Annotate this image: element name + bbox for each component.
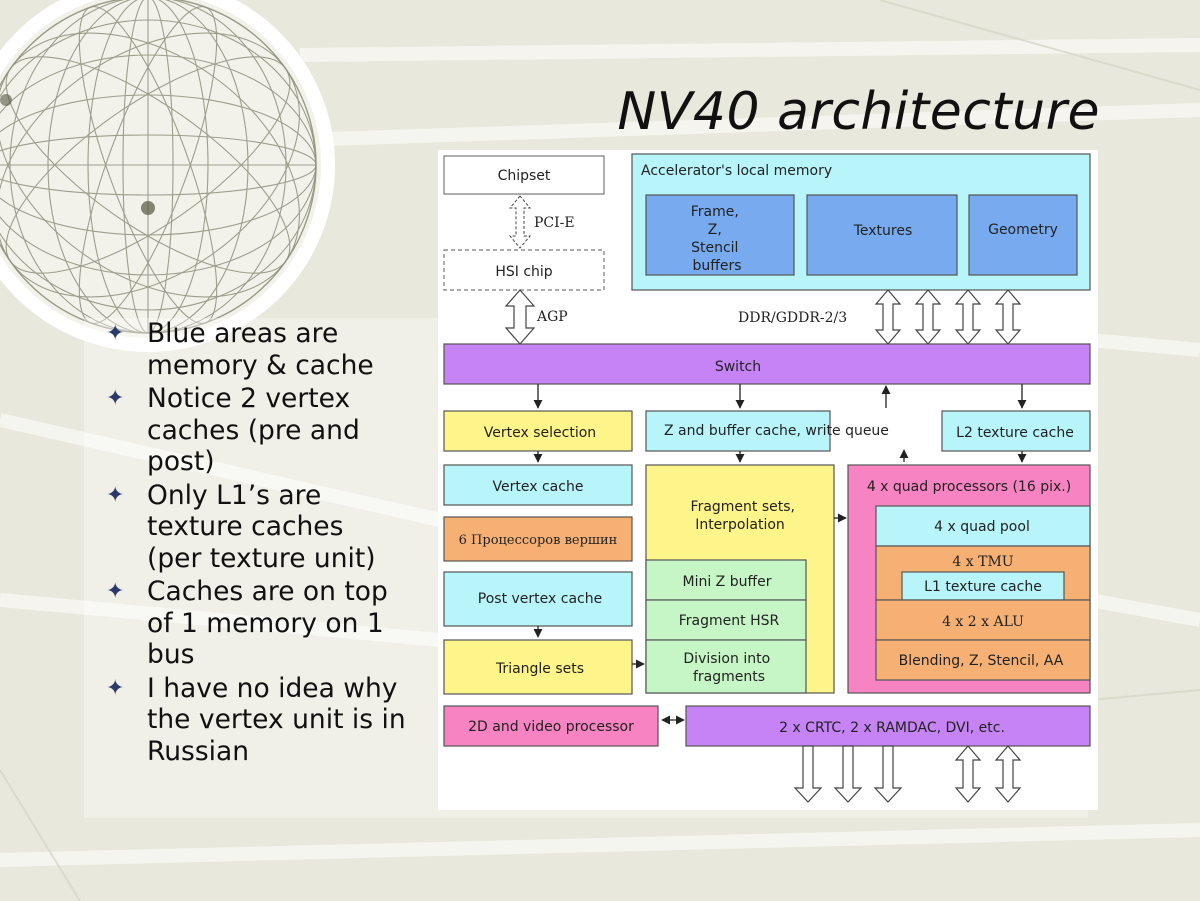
bullet-item: ✦ Caches are on top of 1 memory on 1 bus bbox=[106, 576, 406, 671]
bullet-text: Caches are on top of 1 memory on 1 bus bbox=[147, 576, 388, 670]
frame-buffers-label: Frame, Z, Stencil buffers bbox=[691, 204, 744, 274]
pci-e-bus-arrow bbox=[508, 195, 532, 249]
switch-box bbox=[443, 343, 1091, 385]
bullet-star-icon: ✦ bbox=[106, 579, 125, 604]
crtc-label: 2 x CRTC, 2 x RAMDAC, DVI, etc. bbox=[779, 720, 1005, 736]
vertex-cache-label: Vertex cache bbox=[493, 479, 584, 495]
alu-box bbox=[875, 599, 1091, 641]
textures-label: Textures bbox=[853, 223, 913, 239]
alu-label: 4 x 2 x ALU bbox=[942, 614, 1024, 630]
l2-texture-cache-box bbox=[941, 410, 1091, 452]
frame-buffers-box bbox=[645, 194, 795, 276]
bullet-star-icon: ✦ bbox=[106, 386, 125, 411]
mini-z-buffer-label: Mini Z buffer bbox=[683, 574, 772, 590]
bullet-item: ✦ Only L1’s are texture caches (per textu… bbox=[106, 480, 406, 575]
z-buffer-cache-box bbox=[645, 410, 831, 452]
fragment-sets-label: Fragment sets, Interpolation bbox=[691, 499, 800, 533]
ddr-label: DDR/GDDR-2/3 bbox=[738, 310, 847, 326]
vertex-selection-box bbox=[443, 410, 633, 452]
nv40-block-diagram: Chipset PCI-E HSI chip AGP Accelerator's… bbox=[438, 150, 1098, 810]
bullet-star-icon: ✦ bbox=[106, 675, 125, 701]
vertex-processors-box bbox=[443, 516, 633, 562]
l1-texture-cache-box bbox=[901, 571, 1065, 601]
triangle-sets-label: Triangle sets bbox=[495, 661, 584, 677]
bullet-item: ✦ I have no idea why the vertex unit is i… bbox=[106, 673, 406, 768]
fragment-hsr-label: Fragment HSR bbox=[679, 613, 780, 629]
pci-e-label: PCI-E bbox=[534, 215, 575, 231]
vertex-selection-label: Vertex selection bbox=[484, 425, 596, 441]
wireframe-globe bbox=[0, 0, 335, 352]
quad-pool-label: 4 x quad pool bbox=[934, 519, 1030, 535]
geometry-label: Geometry bbox=[988, 222, 1058, 238]
tmu-label: 4 x TMU bbox=[952, 554, 1013, 570]
bullet-list: ✦ Blue areas are memory & cache ✦ Notice 2… bbox=[106, 318, 406, 769]
division-box bbox=[645, 639, 807, 694]
blending-label: Blending, Z, Stencil, AA bbox=[899, 653, 1064, 669]
l2-texture-cache-label: L2 texture cache bbox=[956, 425, 1074, 441]
hsi-chip-label: HSI chip bbox=[495, 264, 552, 280]
hsi-chip-box bbox=[443, 249, 605, 291]
bullet-star-icon: ✦ bbox=[106, 482, 125, 508]
textures-box bbox=[806, 194, 958, 276]
quad-processors-label: 4 x quad processors (16 pix.) bbox=[867, 479, 1071, 495]
video-processor-label: 2D and video processor bbox=[468, 719, 634, 735]
bullet-text: I have no idea why the vertex unit is in… bbox=[147, 672, 406, 767]
video-processor-box bbox=[443, 705, 659, 747]
slide-title: NV40 architecture bbox=[617, 82, 1100, 142]
blending-box bbox=[875, 639, 1091, 681]
post-vertex-cache-label: Post vertex cache bbox=[478, 591, 602, 607]
chipset-label: Chipset bbox=[498, 168, 551, 184]
output-arrows bbox=[793, 745, 1022, 803]
geometry-box bbox=[968, 194, 1078, 276]
quad-pool-box bbox=[875, 505, 1091, 547]
post-vertex-cache-box bbox=[443, 571, 633, 627]
bullet-text: Only L1’s are texture caches (per textur… bbox=[147, 479, 376, 574]
bullet-star-icon: ✦ bbox=[106, 321, 125, 346]
bullet-text: Notice 2 vertex caches (pre and post) bbox=[147, 383, 360, 477]
bullet-text: Blue areas are memory & cache bbox=[147, 318, 374, 381]
switch-label: Switch bbox=[715, 359, 761, 375]
chipset-box bbox=[443, 155, 605, 195]
bullet-item: ✦ Notice 2 vertex caches (pre and post) bbox=[106, 383, 406, 478]
vertex-cache-box bbox=[443, 464, 633, 506]
division-label: Division into fragments bbox=[683, 651, 774, 685]
vertex-processors-label: 6 Процессоров вершин bbox=[459, 533, 618, 548]
bullet-item: ✦ Blue areas are memory & cache bbox=[106, 318, 406, 381]
z-buffer-cache-label: Z and buffer cache, write queue bbox=[664, 423, 889, 439]
triangle-sets-box bbox=[443, 639, 633, 695]
l1-texture-cache-label: L1 texture cache bbox=[924, 579, 1042, 595]
local-memory-label: Accelerator's local memory bbox=[641, 163, 832, 179]
agp-label: AGP bbox=[536, 309, 568, 325]
